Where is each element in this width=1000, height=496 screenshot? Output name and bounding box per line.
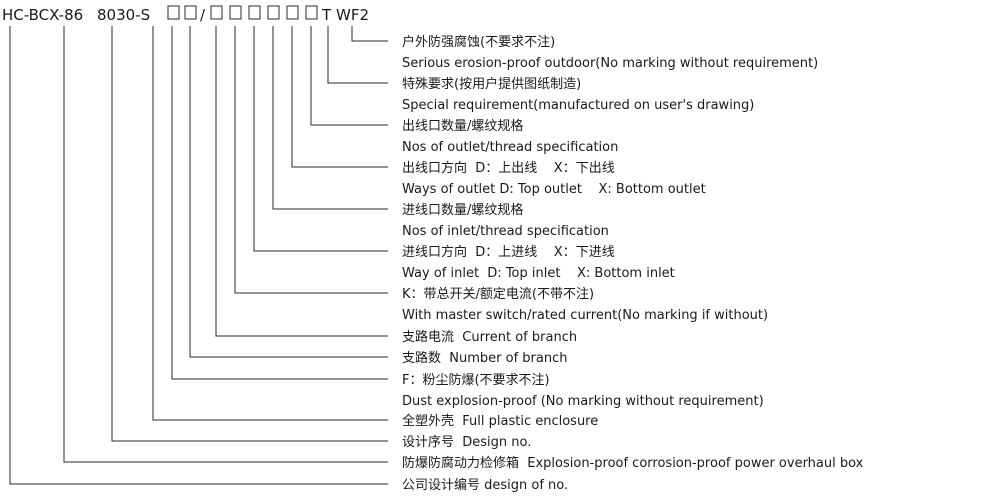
label-inlet-nos-en: Nos of inlet/thread specification [402, 224, 609, 239]
code-box-inlet-way [248, 5, 261, 20]
leader-dust [171, 26, 388, 380]
code-box-branch-count [184, 5, 197, 20]
label-company-code: 公司设计编号 design of no. [402, 478, 568, 493]
leader-company-code [9, 26, 388, 485]
leader-inlet-way [253, 26, 388, 252]
leader-inlet-nos [272, 26, 388, 210]
code-box-outlet-way [286, 5, 299, 20]
code-box-branch-current [210, 5, 223, 20]
label-outlet-way-en: Ways of outlet D: Top outlet X: Bottom o… [402, 182, 706, 197]
label-branch-current: 支路电流 Current of branch [402, 329, 577, 345]
label-inlet-way-en: Way of inlet D: Top inlet X: Bottom inle… [402, 266, 675, 281]
label-outlet-nos-cn: 出线口数量/螺纹规格 [402, 118, 523, 134]
label-dust-en: Dust explosion-proof (No marking without… [402, 394, 764, 409]
label-inlet-nos-cn: 进线口数量/螺纹规格 [402, 202, 523, 218]
code-box-master-switch [229, 5, 242, 20]
leader-outdoor [351, 26, 388, 42]
code-special: T [321, 6, 332, 24]
label-outdoor-cn: 户外防强腐蚀(不要求不注) [402, 34, 555, 50]
code-outdoor: WF2 [336, 6, 369, 24]
label-master-switch-cn: K：带总开关/额定电流(不带不注) [402, 287, 594, 302]
leader-master-switch [234, 26, 388, 294]
leader-outlet-way [291, 26, 388, 168]
label-inlet-way-cn: 进线口方向 D：上进线 X：下进线 [402, 244, 615, 260]
leader-branch-current [215, 26, 388, 337]
code-prefix: HC-BCX-86 [2, 6, 83, 24]
leader-outlet-nos [310, 26, 388, 126]
label-branch-count: 支路数 Number of branch [402, 350, 567, 366]
label-outdoor-en: Serious erosion-proof outdoor(No marking… [402, 56, 818, 71]
label-design-no: 设计序号 Design no. [402, 435, 531, 450]
label-special-en: Special requirement(manufactured on user… [402, 98, 754, 113]
leader-overhaul-box [63, 26, 388, 463]
code-box-outlet-nos [305, 5, 318, 20]
label-overhaul-box: 防爆防腐动力检修箱 Explosion-proof corrosion-proo… [402, 455, 864, 471]
code-box-dust [167, 5, 180, 20]
code-box-inlet-nos [267, 5, 280, 20]
label-special-cn: 特殊要求(按用户提供图纸制造) [402, 76, 581, 92]
label-outlet-way-cn: 出线口方向 D：上出线 X：下出线 [402, 160, 615, 176]
label-full-plastic: 全塑外壳 Full plastic enclosure [402, 413, 598, 429]
code-design-no: 8030-S [97, 6, 150, 24]
label-master-switch-en: With master switch/rated current(No mark… [402, 308, 768, 323]
label-outlet-nos-en: Nos of outlet/thread specification [402, 140, 618, 155]
leader-special [327, 26, 388, 84]
leader-design-no [111, 26, 388, 442]
leader-branch-count [189, 26, 388, 358]
label-dust-cn: F：粉尘防爆(不要求不注) [402, 372, 550, 388]
leader-full-plastic [152, 26, 388, 421]
code-slash: / [200, 6, 206, 24]
